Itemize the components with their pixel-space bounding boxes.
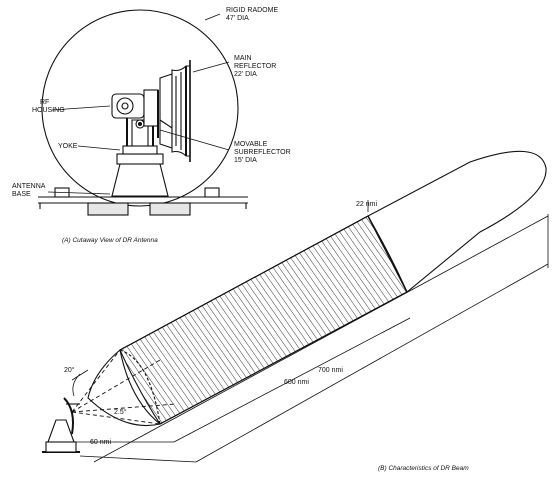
label-radome-2: 47' DIA bbox=[226, 15, 249, 22]
pedestal bbox=[111, 163, 169, 197]
label-700nmi: 700 nmi bbox=[318, 367, 343, 374]
rf-housing bbox=[111, 89, 159, 127]
label-main-reflector-1: MAIN bbox=[234, 55, 252, 62]
label-antenna-base-1: ANTENNA bbox=[12, 183, 46, 190]
label-main-reflector-3: 22' DIA bbox=[234, 71, 257, 78]
subreflector bbox=[157, 90, 173, 138]
label-600nmi: 600 nmi bbox=[284, 379, 309, 386]
antenna-base-slab bbox=[38, 187, 248, 216]
label-subreflector-2: SUBREFLECTOR bbox=[234, 149, 291, 156]
label-rf-housing-1: RF bbox=[40, 99, 49, 106]
label-main-reflector-2: REFLECTOR bbox=[234, 63, 276, 70]
label-angle-2-5: 2.5° bbox=[114, 408, 127, 416]
beam-cone-dashed bbox=[71, 349, 177, 425]
leader-lines bbox=[47, 13, 230, 195]
label-angle-20: 20° bbox=[64, 366, 75, 374]
antenna-labels: RIGID RADOME 47' DIA MAIN REFLECTOR 22' … bbox=[12, 7, 291, 244]
label-60nmi: 60 nmi bbox=[90, 439, 111, 446]
caption-cutaway: (A) Cutaway View of DR Antenna bbox=[62, 237, 158, 244]
beam-labels: 22 nmi 20° 2.5° 60 nmi 600 nmi 700 nmi (… bbox=[64, 201, 469, 472]
caption-beam: (B) Characteristics of DR Beam bbox=[378, 465, 469, 472]
label-subreflector-3: 15' DIA bbox=[234, 157, 257, 164]
label-radome-1: RIGID RADOME bbox=[226, 7, 278, 14]
beam-hatched-region bbox=[119, 215, 408, 425]
beam-throat bbox=[119, 349, 161, 425]
label-antenna-base-2: BASE bbox=[12, 191, 31, 198]
width-marker bbox=[367, 200, 408, 293]
label-rf-housing-2: HOUSING bbox=[32, 107, 65, 114]
label-yoke: YOKE bbox=[58, 143, 78, 150]
dimension-lines bbox=[76, 214, 549, 463]
label-subreflector-1: MOVABLE bbox=[234, 141, 268, 148]
cutaway-view bbox=[38, 9, 248, 216]
radar-dish bbox=[42, 397, 80, 453]
beam-outline bbox=[87, 150, 547, 427]
main-reflector bbox=[159, 60, 191, 162]
radome-circle bbox=[41, 9, 239, 207]
beam-view bbox=[42, 150, 549, 463]
label-22nmi: 22 nmi bbox=[356, 201, 377, 208]
